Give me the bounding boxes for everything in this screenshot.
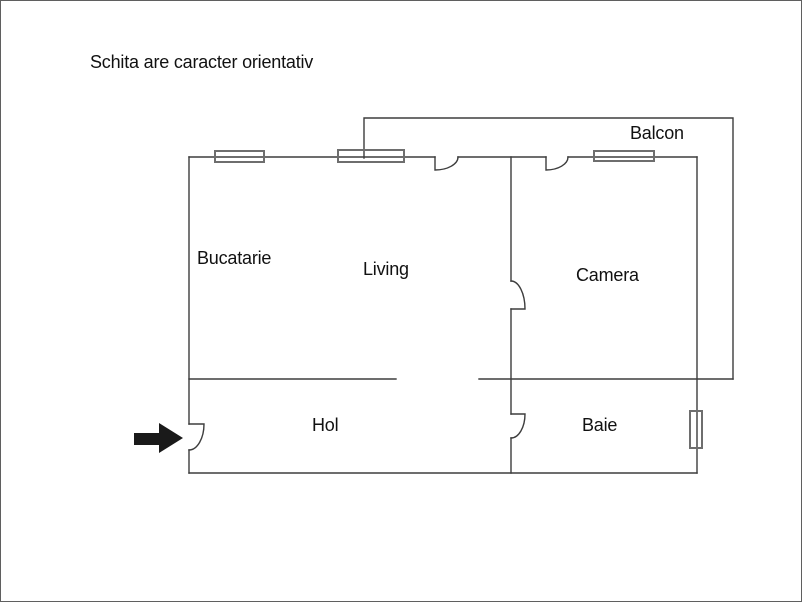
room-label-balcon: Balcon: [630, 123, 684, 143]
window-camera: [593, 150, 655, 162]
disclaimer-text: Schita are caracter orientativ: [90, 52, 313, 72]
door-arc-hol-baie: [510, 413, 526, 439]
room-label-camera: Camera: [576, 265, 640, 285]
entrance-arrow-icon: [134, 423, 183, 453]
balcony-outline: [363, 117, 734, 380]
room-label-bucatarie: Bucatarie: [197, 248, 271, 268]
windows-group: [214, 149, 703, 449]
door-arc-living-camera: [510, 280, 526, 310]
door-arc-camera-balcony: [545, 156, 569, 171]
door-arc-entrance: [188, 423, 205, 451]
window-baie: [689, 410, 703, 449]
door-arc-living-balcony: [434, 156, 459, 171]
walls-group: [188, 117, 734, 474]
labels-group: Schita are caracter orientativ Bucatarie…: [90, 52, 684, 435]
room-label-living: Living: [363, 259, 409, 279]
room-label-baie: Baie: [582, 415, 617, 435]
room-label-hol: Hol: [312, 415, 338, 435]
window-living: [337, 149, 405, 163]
window-bucatarie: [214, 150, 265, 163]
